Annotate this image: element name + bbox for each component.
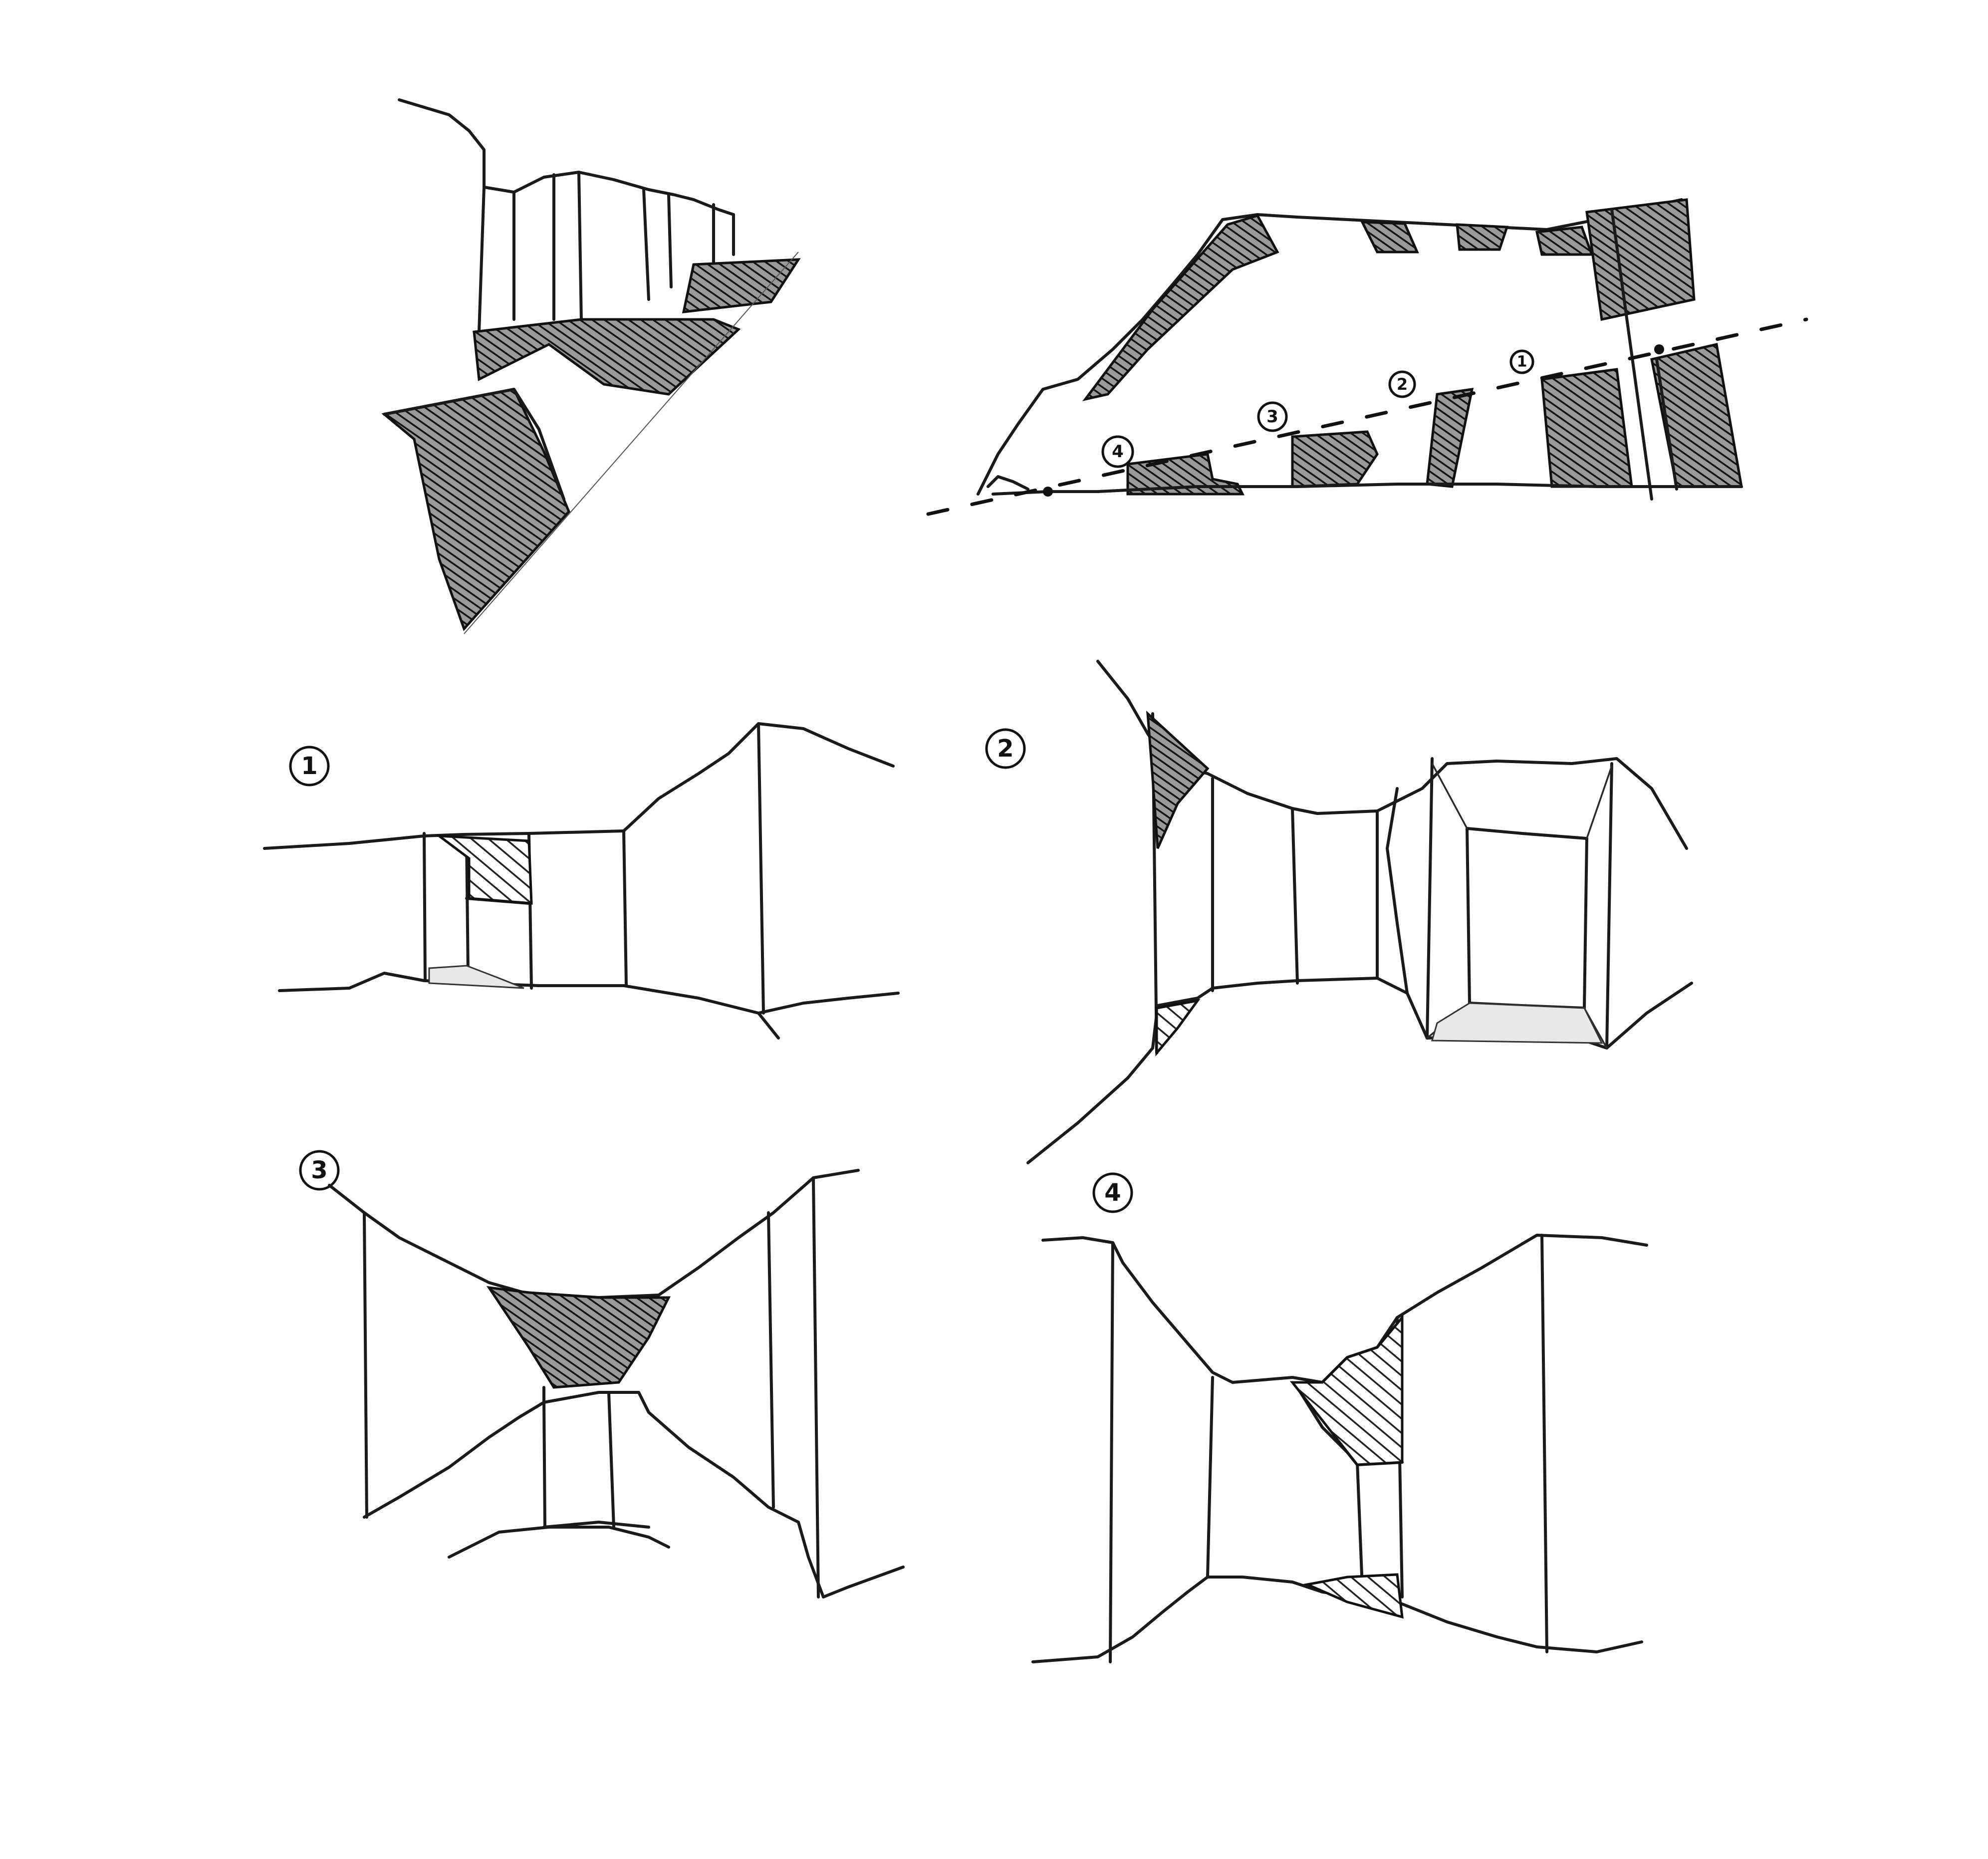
view-2-label: 2 (997, 735, 1013, 763)
section-marker-3: 3 (1257, 401, 1288, 432)
svg-text:2: 2 (1397, 375, 1408, 394)
svg-text:1: 1 (1517, 353, 1527, 371)
viewpoint-dot (1043, 487, 1053, 497)
section-marker-2: 2 (1388, 370, 1416, 398)
view-4-marker (1092, 1172, 1133, 1213)
view-3-sketch: 3 (299, 1150, 905, 1598)
view-4-label: 4 (1104, 1179, 1121, 1207)
perspective-sketch-overview (381, 98, 801, 634)
view-3-marker (299, 1150, 340, 1191)
section-sketch: 1 2 3 4 (926, 198, 1808, 516)
section-marker-1: 1 (1509, 349, 1534, 374)
view-1-label: 1 (301, 752, 317, 780)
view-1-marker (289, 746, 330, 787)
svg-text:4: 4 (1112, 442, 1124, 462)
section-marker-4: 4 (1101, 435, 1134, 468)
viewpoint-dot (1654, 344, 1664, 354)
view-2-sketch: 2 (985, 660, 1693, 1164)
view-2-marker (985, 728, 1026, 769)
view-1-sketch: 1 (263, 722, 900, 1040)
view-4-sketch: 4 (1031, 1172, 1648, 1663)
view-3-label: 3 (311, 1156, 327, 1184)
svg-text:3: 3 (1266, 407, 1278, 427)
